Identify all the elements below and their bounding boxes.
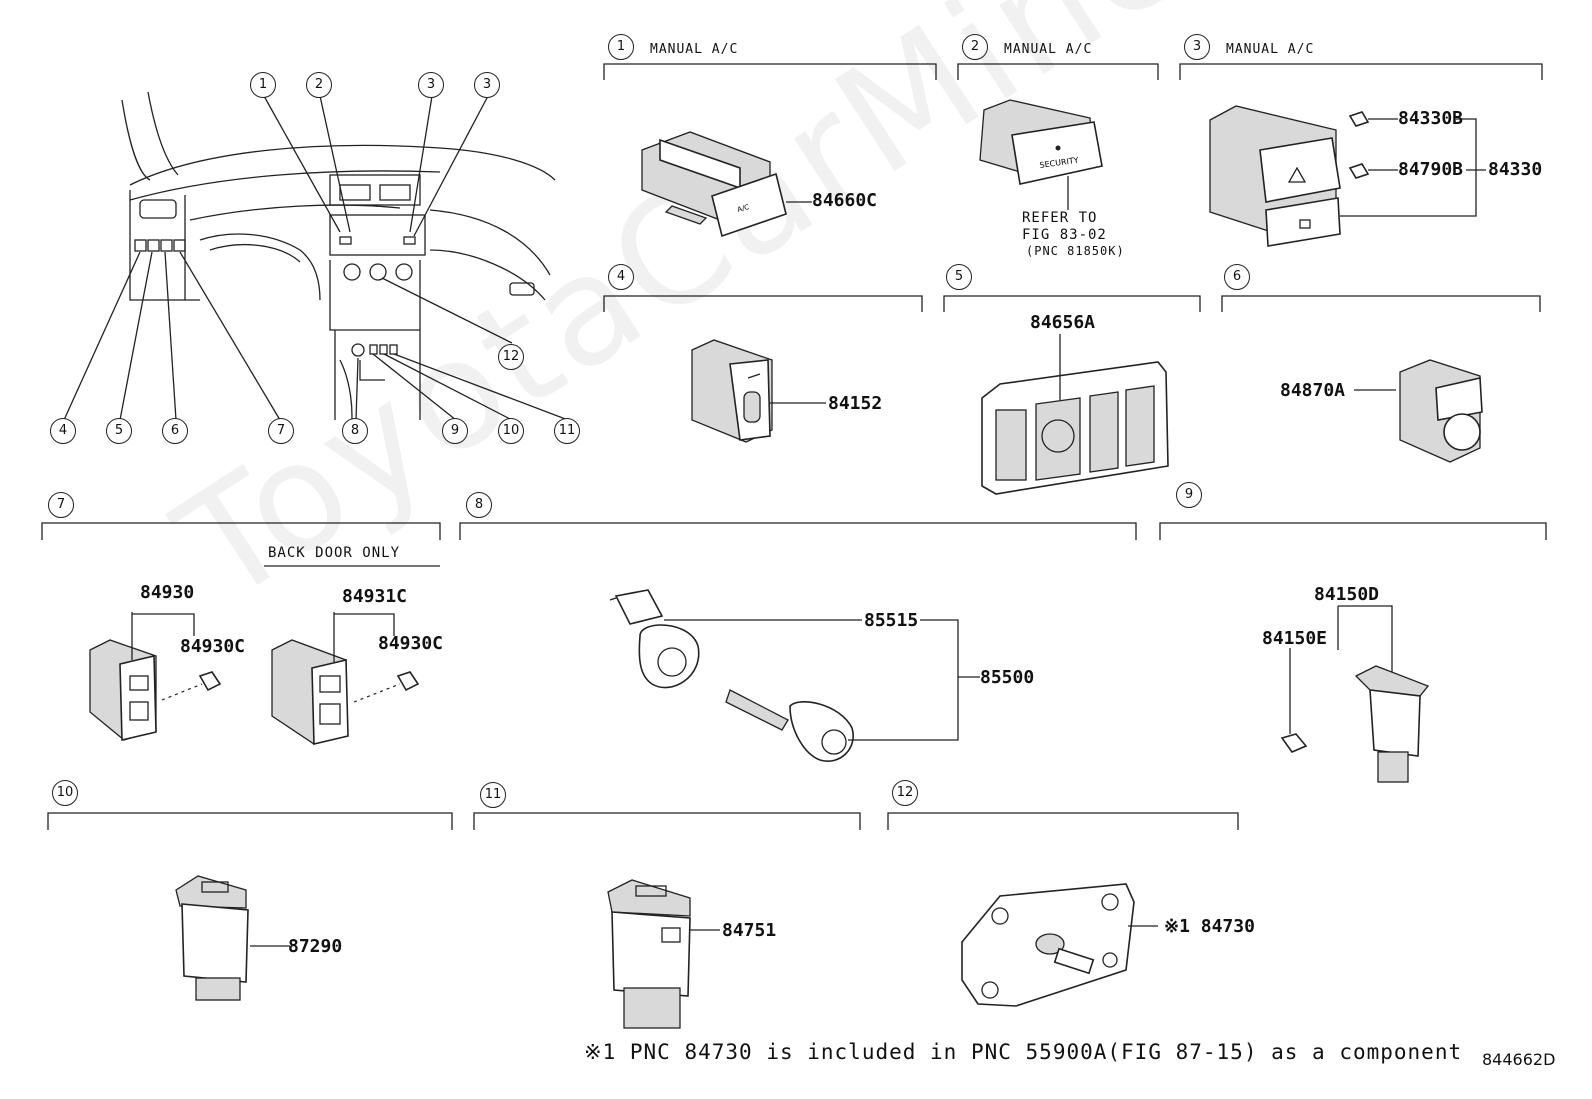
footnote: ※1 PNC 84730 is included in PNC 55900A(F… xyxy=(584,1040,1463,1064)
section-12-number: 12 xyxy=(892,780,918,806)
part-85500[interactable]: 85500 xyxy=(980,667,1035,688)
section-2-number: 2 xyxy=(962,34,988,60)
overview-callout-5[interactable]: 5 xyxy=(106,418,132,444)
bezel-84656A-drawing xyxy=(981,334,1169,495)
switch-84931C-drawing xyxy=(271,612,420,746)
part-84930C-b[interactable]: 84930C xyxy=(378,633,444,654)
part-84930[interactable]: 84930 xyxy=(140,582,195,603)
part-84660C[interactable]: 84660C xyxy=(812,190,878,211)
refer-note-line-3: (PNC 81850K) xyxy=(1026,244,1125,258)
part-84656A[interactable]: 84656A xyxy=(1030,312,1096,333)
switch-84730-drawing xyxy=(961,883,1158,1007)
refer-note-line-2: FIG 83-02 xyxy=(1022,227,1107,243)
security-switch-drawing: SECURITY xyxy=(979,99,1103,210)
overview-callout-12[interactable]: 12 xyxy=(498,344,524,370)
section-3-number: 3 xyxy=(1184,34,1210,60)
switch-87290-drawing xyxy=(175,875,290,1001)
part-84150D[interactable]: 84150D xyxy=(1314,584,1380,605)
section-brackets xyxy=(41,63,1547,830)
switch-84660C-drawing: A/C xyxy=(641,131,812,238)
part-84751[interactable]: 84751 xyxy=(722,920,777,941)
section-11-number: 11 xyxy=(480,782,506,808)
hazard-switch-drawing xyxy=(1209,105,1486,247)
overview-callout-9[interactable]: 9 xyxy=(442,418,468,444)
part-84790B[interactable]: 84790B xyxy=(1398,159,1464,180)
switch-84150D-drawing xyxy=(1280,605,1430,783)
section-10-number: 10 xyxy=(52,780,78,806)
section-1-title: MANUAL A/C xyxy=(650,42,739,57)
part-84150E[interactable]: 84150E xyxy=(1262,628,1328,649)
svg-text:A/C: A/C xyxy=(736,203,750,214)
part-84870A[interactable]: 84870A xyxy=(1280,380,1346,401)
overview-callout-10[interactable]: 10 xyxy=(498,418,524,444)
section-8-number: 8 xyxy=(466,492,492,518)
part-84330[interactable]: 84330 xyxy=(1488,159,1543,180)
overview-callout-3b[interactable]: 3 xyxy=(474,72,500,98)
overview-callout-2[interactable]: 2 xyxy=(306,72,332,98)
section-7-number: 7 xyxy=(48,492,74,518)
section-5-number: 5 xyxy=(946,264,972,290)
switch-84930-drawing xyxy=(89,612,222,742)
part-84931C[interactable]: 84931C xyxy=(342,586,408,607)
cigarette-lighter-drawing xyxy=(609,589,980,762)
section-3-title: MANUAL A/C xyxy=(1226,42,1315,57)
drawing-code: 844662D xyxy=(1482,1050,1556,1069)
overview-callout-7[interactable]: 7 xyxy=(268,418,294,444)
part-84930C-a[interactable]: 84930C xyxy=(180,636,246,657)
overview-callout-11[interactable]: 11 xyxy=(554,418,580,444)
part-85515[interactable]: 85515 xyxy=(864,610,919,631)
part-84330B[interactable]: 84330B xyxy=(1398,108,1464,129)
refer-note-line-1: REFER TO xyxy=(1022,210,1098,226)
section-1-number: 1 xyxy=(608,34,634,60)
switch-84751-drawing xyxy=(607,879,720,1029)
section-4-number: 4 xyxy=(608,264,634,290)
overview-callout-3a[interactable]: 3 xyxy=(418,72,444,98)
overview-callout-8[interactable]: 8 xyxy=(342,418,368,444)
dashboard-overview-drawing xyxy=(63,91,569,441)
switch-84870A-drawing xyxy=(1354,359,1483,463)
section-6-number: 6 xyxy=(1224,264,1250,290)
switch-84152-drawing xyxy=(691,339,826,443)
part-87290[interactable]: 87290 xyxy=(288,936,343,957)
section-2-title: MANUAL A/C xyxy=(1004,42,1093,57)
overview-callout-4[interactable]: 4 xyxy=(50,418,76,444)
section-9-number: 9 xyxy=(1176,482,1202,508)
part-84152[interactable]: 84152 xyxy=(828,393,883,414)
overview-callout-6[interactable]: 6 xyxy=(162,418,188,444)
back-door-only-note: BACK DOOR ONLY xyxy=(268,545,401,561)
part-84730[interactable]: ※1 84730 xyxy=(1164,916,1255,937)
overview-callout-1[interactable]: 1 xyxy=(250,72,276,98)
